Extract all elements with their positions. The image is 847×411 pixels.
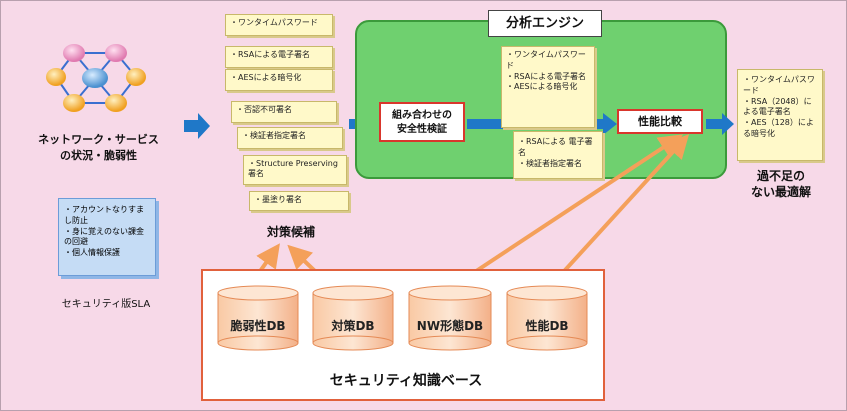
knowledge-base-caption: セキュリティ知識ベース	[329, 373, 483, 389]
db-label-vuln: 脆弱性DB	[230, 319, 286, 333]
database-icon	[408, 285, 492, 351]
network-icon	[46, 44, 146, 112]
sla-note: ・アカウントなりすまし防止 ・身に覚えのない課金の回避 ・個人情報保護	[58, 198, 156, 276]
candidate-note: ・検証者指定署名	[237, 127, 343, 149]
database-icon	[312, 285, 394, 351]
combo-check-box: 組み合わせの 安全性検証	[379, 102, 465, 142]
db-label-perf: 性能DB	[525, 319, 569, 333]
database-icon	[506, 285, 588, 351]
perf-compare-box: 性能比較	[617, 109, 703, 134]
network-caption: ネットワーク・サービス の状況・脆弱性	[38, 133, 159, 162]
sla-caption: セキュリティ版SLA	[61, 299, 151, 310]
candidate-note: ・墨塗り署名	[249, 191, 349, 211]
sla-item: ・アカウントなりすまし防止	[64, 205, 144, 225]
candidates-caption: 対策候補	[266, 225, 315, 239]
result-caption: 過不足の ない最適解	[750, 169, 811, 199]
combo-note-2: ・RSAによる 電子署名 ・検証者指定署名	[513, 131, 603, 179]
candidate-note: ・ワンタイムパスワード	[225, 14, 333, 36]
database-icon	[217, 285, 299, 351]
candidate-note: ・RSAによる電子署名	[225, 46, 333, 68]
candidate-note: ・AESによる暗号化	[225, 69, 333, 91]
candidate-note: ・否認不可署名	[231, 101, 337, 123]
candidate-note: ・Structure Preserving署名	[243, 155, 347, 185]
sla-item: ・身に覚えのない課金の回避	[64, 226, 144, 247]
arrow-right-icon	[184, 113, 210, 139]
db-label-nw: NW形態DB	[416, 319, 484, 333]
combo-note: ・ワンタイムパスワード ・RSAによる電子署名 ・AESによる暗号化	[501, 46, 595, 128]
database-icons	[217, 285, 588, 351]
db-label-measures: 対策DB	[331, 319, 375, 333]
engine-title: 分析エンジン	[488, 10, 602, 37]
result-note: ・ワンタイムパスワード ・RSA（2048）による電子署名 ・AES（128）に…	[737, 69, 823, 161]
arrow-right-icon	[706, 113, 734, 135]
sla-item: ・個人情報保護	[64, 248, 120, 258]
